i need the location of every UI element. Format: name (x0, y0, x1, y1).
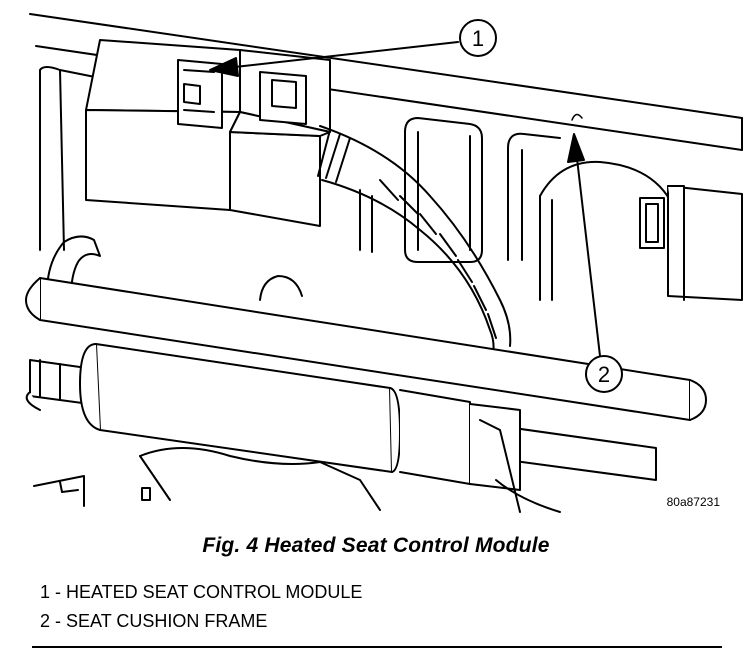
heater-element (539, 113, 671, 301)
callout-2-circle (585, 355, 623, 393)
right-bracket (639, 185, 743, 301)
bottom-divider (32, 646, 722, 648)
figure-caption: Fig. 4 Heated Seat Control Module (202, 534, 550, 557)
callout-1-arrowhead (209, 57, 239, 77)
figure-legend: 1 - HEATED SEAT CONTROL MODULE 2 - SEAT … (40, 578, 362, 636)
callout-1-number: 1 (472, 26, 484, 51)
legend-item-2: 2 - SEAT CUSHION FRAME (40, 611, 268, 631)
wire-harness (317, 125, 512, 361)
callout-2-arrowhead (567, 133, 585, 163)
seat-fabric (33, 419, 561, 513)
seat-channels (359, 117, 561, 263)
lower-rail (25, 343, 657, 491)
figure-illustration: 1 2 80a87231 (25, 13, 743, 513)
callout-2-leader (575, 149, 601, 357)
heated-seat-diagram: 1 2 80a87231 (25, 13, 743, 513)
callout-2-number: 2 (598, 362, 610, 387)
control-module (85, 39, 331, 227)
figure-id-code: 80a87231 (667, 495, 721, 509)
callout-1-leader (225, 41, 459, 69)
seat-cushion-frame-tube (25, 277, 707, 421)
callout-2: 2 (567, 133, 623, 393)
left-hook (46, 235, 303, 321)
legend-item-1: 1 - HEATED SEAT CONTROL MODULE (40, 582, 363, 602)
callout-1-circle (459, 19, 497, 57)
callout-1: 1 (209, 19, 497, 77)
